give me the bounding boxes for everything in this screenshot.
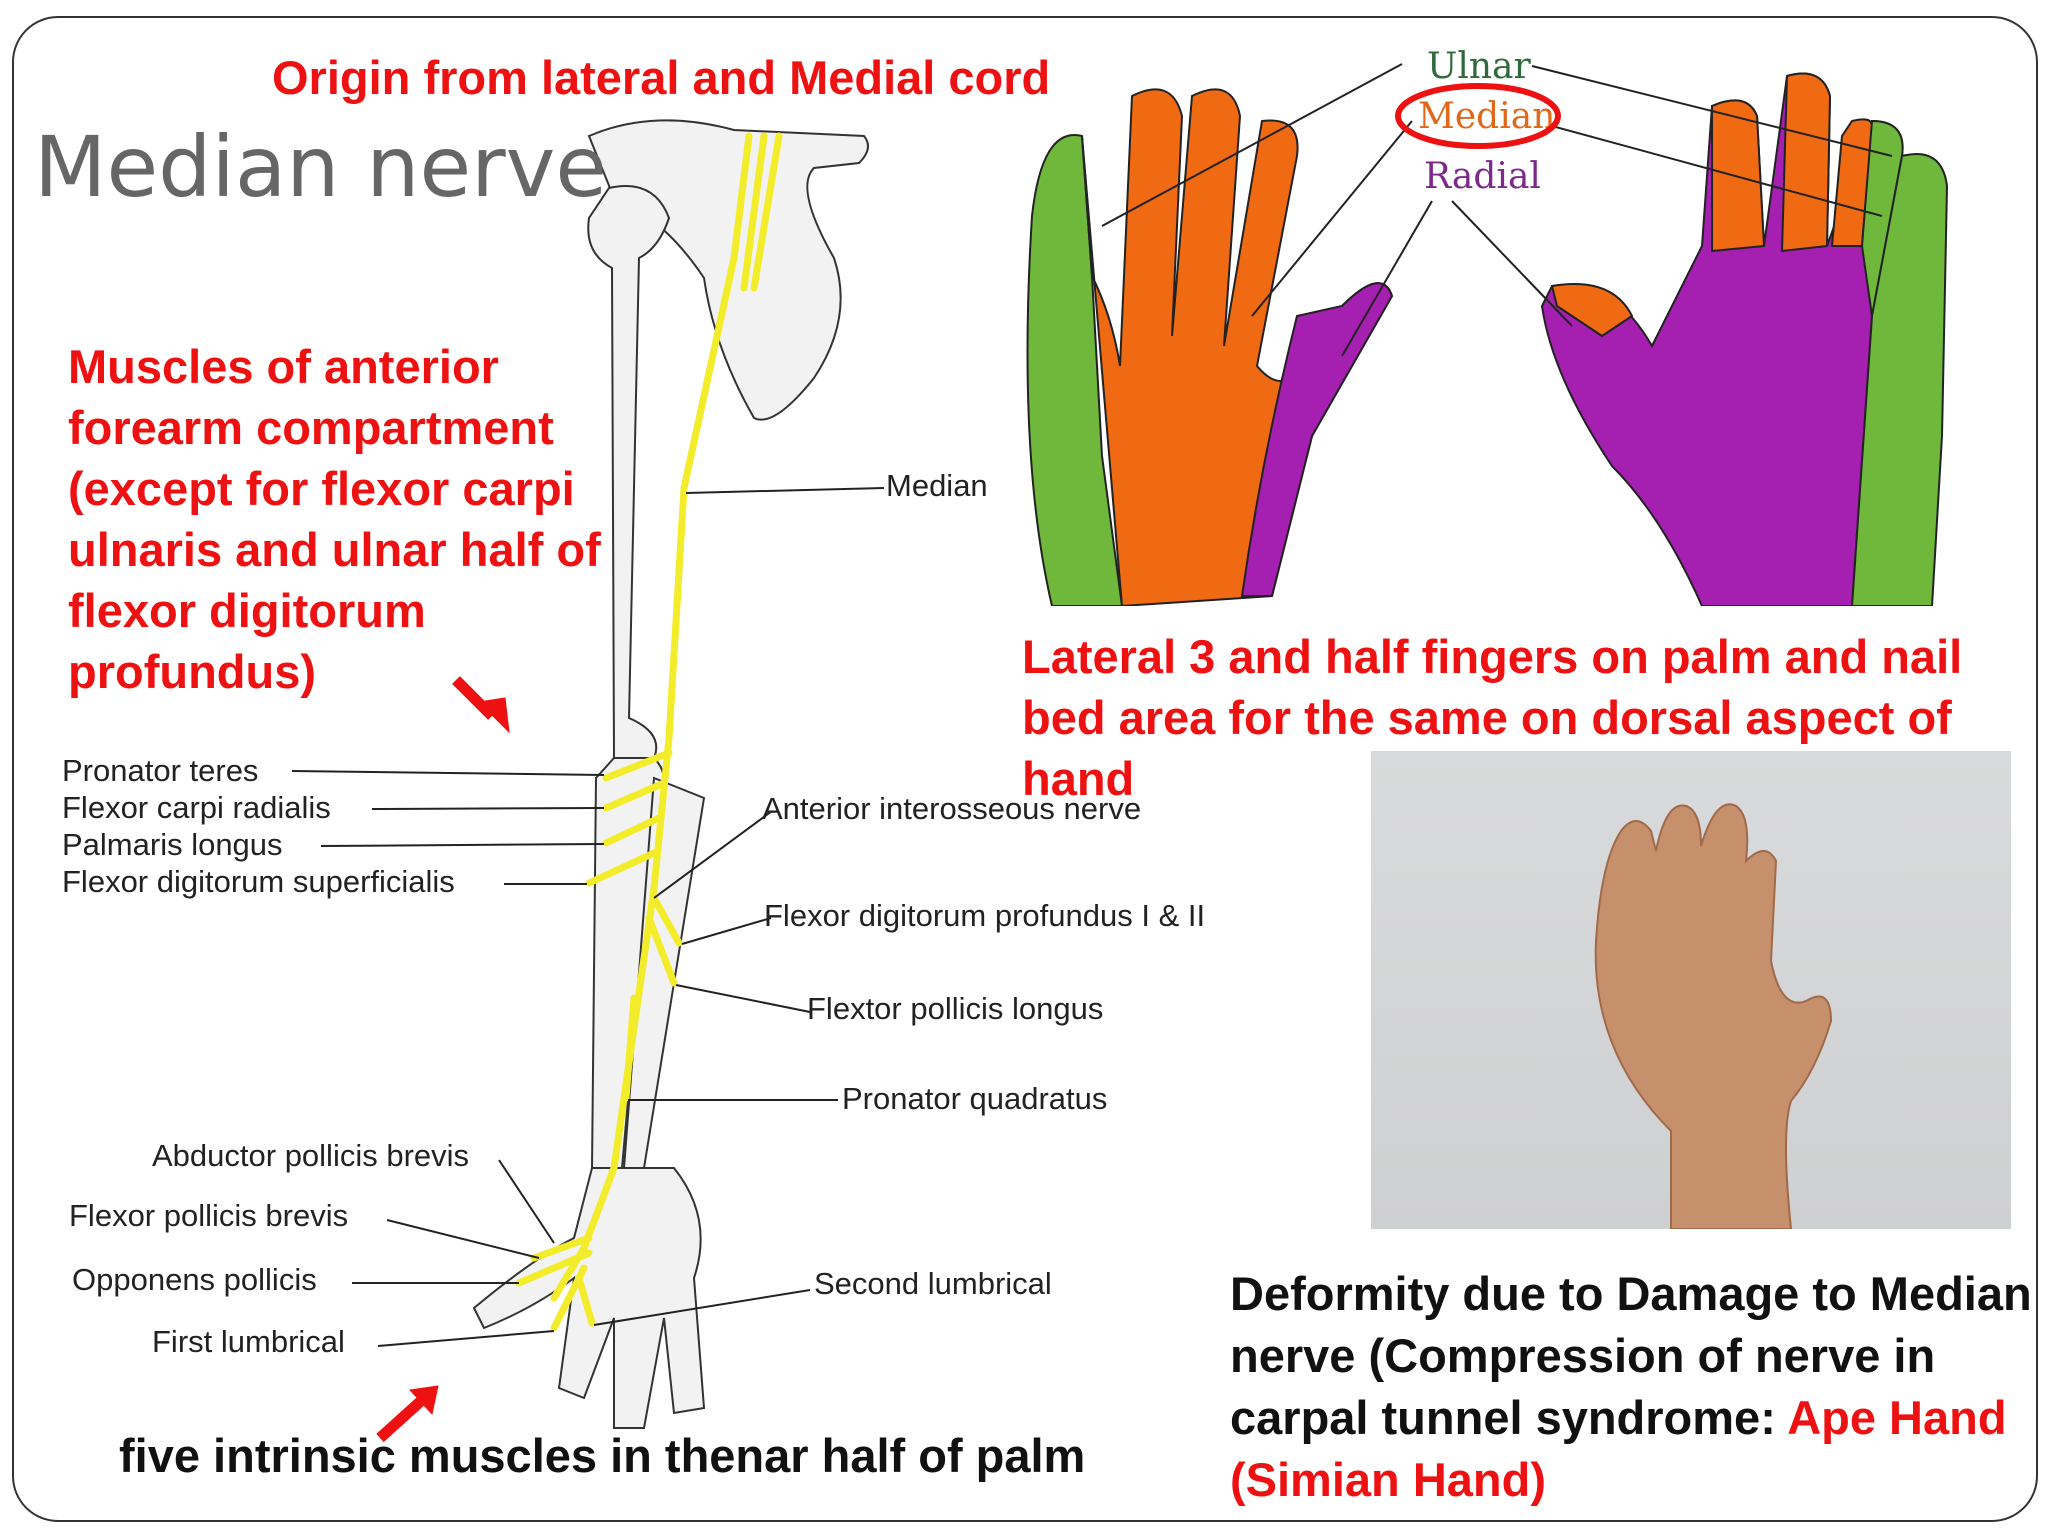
label-palmaris-longus: Palmaris longus [62, 827, 283, 862]
label-first-lumbrical: First lumbrical [152, 1324, 345, 1359]
label-pronator-quadratus: Pronator quadratus [842, 1081, 1108, 1116]
radial-legend: Radial [1424, 156, 1541, 197]
hand-bones [472, 1167, 706, 1429]
label-opponens-pollicis: Opponens pollicis [72, 1262, 317, 1297]
ape-hand-photo [1371, 751, 2011, 1229]
label-fdp: Flexor digitorum profundus I & II [764, 898, 1206, 933]
arrow-up-icon [376, 1395, 426, 1443]
sensory-caption: Lateral 3 and half fingers on palm and n… [1022, 630, 1963, 805]
label-abductor-pollicis-brevis: Abductor pollicis brevis [152, 1138, 470, 1173]
label-flexor-pollicis-brevis: Flexor pollicis brevis [69, 1198, 349, 1233]
label-flexor-carpi-radialis: Flexor carpi radialis [62, 790, 331, 825]
humerus-bone [587, 185, 671, 759]
median-highlight-circle [1395, 83, 1561, 149]
arrow-down-icon [452, 676, 496, 720]
label-median: Median [886, 468, 988, 503]
arm-anatomy-diagram [291, 119, 885, 1443]
deformity-caption: Deformity due to Damage to Median nerve … [1230, 1263, 2036, 1511]
thenar-caption: five intrinsic muscles in thenar half of… [119, 1429, 1086, 1482]
left-hand-palm [1026, 88, 1394, 606]
median-legend: Median [1418, 96, 1555, 137]
label-anterior-interosseous: Anterior interosseous nerve [762, 791, 1142, 826]
label-fpl: Flextor pollicis longus [807, 991, 1104, 1026]
label-flexor-digitorum-superficialis: Flexor digitorum superficialis [62, 864, 455, 899]
page-title: Median nerve [34, 118, 608, 216]
hand-dermatome-diagram: Ulnar Median Radial [1026, 46, 1949, 606]
hand-silhouette [1594, 803, 1833, 1229]
right-hand-palm [1540, 72, 1949, 606]
label-pronator-teres: Pronator teres [62, 753, 259, 788]
muscles-caption: Muscles of anterior forearm compartment … [68, 340, 601, 698]
deformity-text: Deformity due to Damage to Median nerve … [1230, 1267, 2032, 1444]
ape-hand-text: Ape Hand (Simian Hand) [1230, 1391, 2007, 1506]
origin-caption: Origin from lateral and Medial cord [272, 51, 1051, 104]
ulnar-legend: Ulnar [1427, 46, 1532, 87]
label-second-lumbrical: Second lumbrical [814, 1266, 1052, 1301]
slide: Ulnar Median Radial Median nerve Origin … [12, 16, 2038, 1522]
